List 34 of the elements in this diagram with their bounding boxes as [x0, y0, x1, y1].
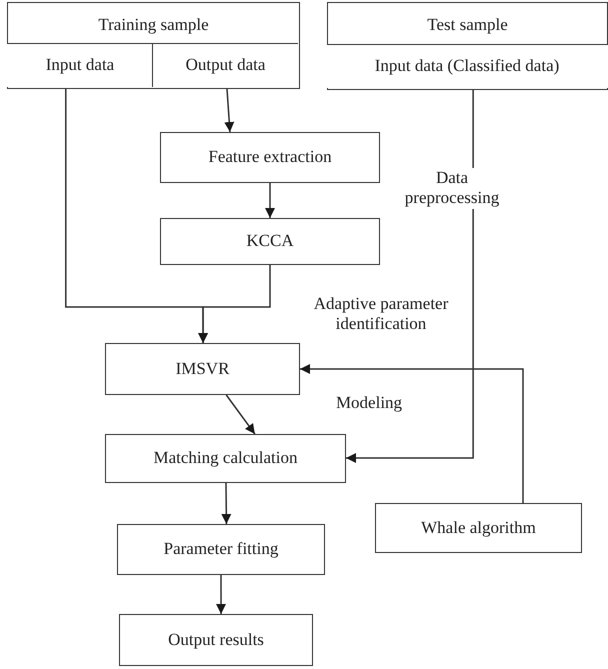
arrow	[346, 90, 474, 463]
annotation: Modeling	[334, 393, 404, 414]
table-cell	[326, 44, 608, 88]
table-heading: Test sample	[427, 15, 508, 35]
sample-table	[327, 2, 608, 90]
box-label: Input data (Classified data)	[374, 56, 560, 76]
arrow	[300, 364, 524, 503]
arrow	[224, 88, 234, 132]
arrow	[265, 183, 275, 218]
box-label: Parameter fitting	[164, 539, 278, 559]
arrow	[216, 575, 226, 614]
box-label: Feature extraction	[208, 147, 332, 167]
process-box	[119, 614, 313, 666]
table-heading: Training sample	[98, 14, 209, 34]
table-cell	[6, 43, 154, 87]
annotation: Adaptive parameter identification	[312, 294, 450, 335]
process-box	[160, 132, 380, 183]
box-label: Matching calculation	[154, 448, 298, 468]
table-cell	[152, 43, 298, 87]
box-label: IMSVR	[176, 358, 230, 378]
process-box	[105, 434, 346, 483]
process-box	[160, 218, 380, 265]
sample-table	[7, 2, 300, 89]
arrow	[198, 265, 271, 343]
box-label: KCCA	[246, 231, 294, 251]
arrow	[226, 394, 256, 434]
box-label: Output data	[186, 54, 266, 74]
box-label: Whale algorithm	[421, 518, 536, 538]
box-label: Output results	[168, 630, 264, 650]
arrow	[221, 483, 232, 524]
process-box	[117, 524, 325, 575]
process-box	[375, 503, 582, 553]
process-box	[105, 343, 300, 395]
box-label: Input data	[46, 54, 114, 74]
